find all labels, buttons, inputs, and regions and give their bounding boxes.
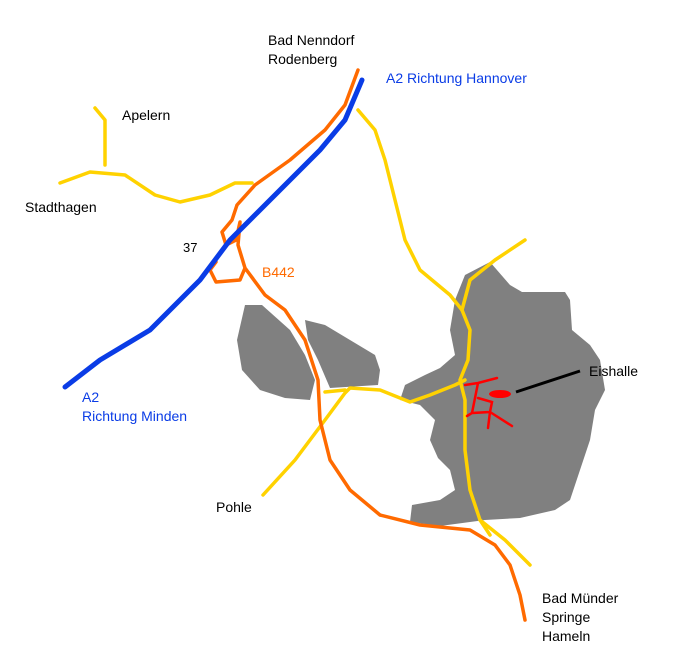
road-spur xyxy=(323,388,347,394)
label-pohle: Pohle xyxy=(216,499,252,515)
label-springe: Springe xyxy=(542,609,591,625)
label-a2-hannover: A2 Richtung Hannover xyxy=(386,70,527,86)
label-exit-37: 37 xyxy=(183,240,198,255)
label-bad-nenndorf: Bad Nenndorf xyxy=(268,32,355,48)
road-northeast xyxy=(460,238,527,312)
label-a2: A2 xyxy=(82,389,100,405)
forest-area-middle xyxy=(305,320,380,388)
eishalle-marker[interactable] xyxy=(489,390,511,398)
road-pohle xyxy=(261,378,467,497)
motorway-a2 xyxy=(62,77,365,390)
label-apelern: Apelern xyxy=(122,107,171,123)
local-streets xyxy=(463,376,514,430)
road-north-south xyxy=(356,108,492,537)
road-southeast xyxy=(478,518,532,567)
label-bad-muender: Bad Münder xyxy=(542,590,619,606)
road-stadthagen xyxy=(58,170,254,204)
label-b442: B442 xyxy=(262,264,295,280)
label-stadthagen: Stadthagen xyxy=(25,199,97,215)
label-rodenberg: Rodenberg xyxy=(268,51,338,67)
label-eishalle: Eishalle xyxy=(589,363,639,379)
forest-area-west xyxy=(237,305,315,400)
label-richtung-minden: Richtung Minden xyxy=(82,408,188,424)
eishalle-pointer-line xyxy=(515,369,581,394)
road-apelern xyxy=(93,106,107,167)
label-hameln: Hameln xyxy=(542,628,591,644)
